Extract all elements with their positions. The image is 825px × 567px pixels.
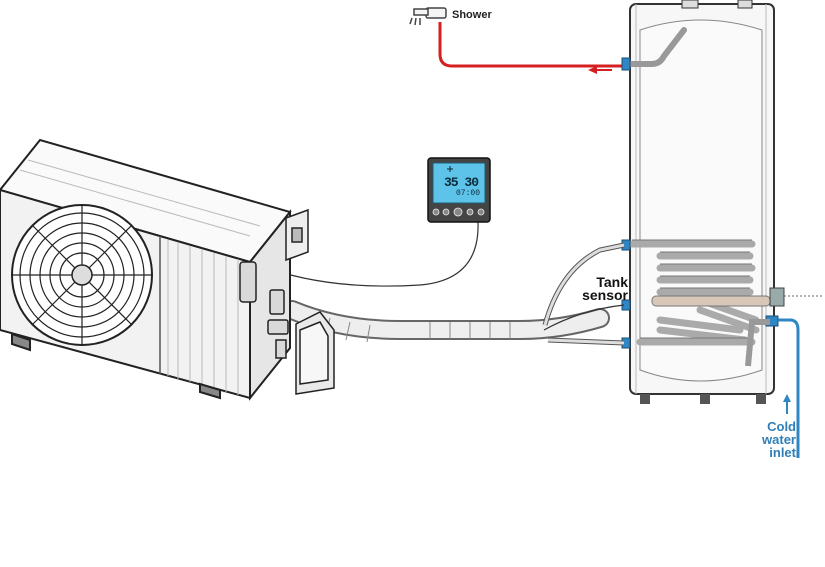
cold-water-pipe xyxy=(778,318,800,458)
hot-outlet-connector xyxy=(621,57,631,71)
cold-water-inlet-label: Cold water inlet xyxy=(748,420,796,459)
cold-label-line2: water xyxy=(762,432,796,447)
hot-flow-arrow xyxy=(588,66,612,74)
heater-housing xyxy=(769,287,785,307)
water-pump-housing xyxy=(295,311,335,395)
electric-heater-element xyxy=(651,295,771,307)
tank-supply-hoses-fill xyxy=(543,243,625,345)
pump-fittings xyxy=(239,261,289,359)
electrical-box xyxy=(285,208,309,262)
heating-coil-outline xyxy=(632,239,752,339)
snowflake-icon xyxy=(447,166,453,172)
shower-label: Shower xyxy=(452,9,492,21)
controller-panel xyxy=(427,157,491,223)
tank-sensor-cable xyxy=(543,304,625,331)
tank-sensor-label: Tank sensor xyxy=(570,274,628,303)
controller-buttons xyxy=(432,207,485,217)
insulated-pipe-bundle xyxy=(282,300,610,343)
shower-faucet-icon xyxy=(409,7,447,26)
cold-label-line3: inlet xyxy=(769,445,796,460)
controller-temperature-readout: 35 30 xyxy=(444,175,479,190)
cold-inlet-dip-pipe xyxy=(745,319,770,367)
cold-flow-arrow xyxy=(783,394,791,414)
hot-outlet-dip-pipe xyxy=(625,27,687,67)
cold-label-line1: Cold xyxy=(767,419,796,434)
tank-sensor-label-line2: sensor xyxy=(582,287,628,303)
fan-icon xyxy=(11,204,153,346)
hot-water-pipe xyxy=(438,22,624,68)
tank-sensor-label-line1: Tank xyxy=(596,274,628,290)
controller-time-readout: 07:00 xyxy=(456,189,481,198)
controller-cable xyxy=(279,221,479,287)
